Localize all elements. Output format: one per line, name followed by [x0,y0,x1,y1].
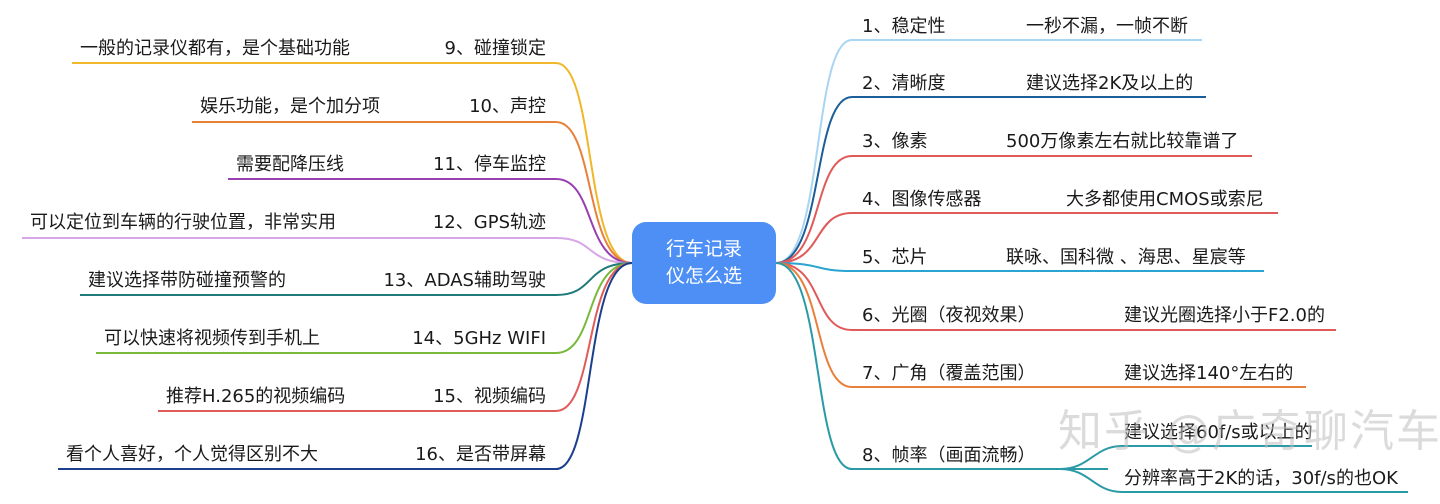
branch-label-11[interactable]: 11、停车监控 [433,154,546,175]
branch-desc-8a: 建议选择60f/s或以上的 [1124,422,1313,443]
branch-label-5[interactable]: 5、芯片 [862,247,928,268]
watermark: 知乎 @广奇聊汽车 [1058,406,1440,457]
branch-label-8[interactable]: 8、帧率（画面流畅） [862,445,1036,466]
central-topic-line1: 行车记录 [665,238,742,260]
branch-line-15 [158,262,633,412]
branch-line-7 [775,262,1306,388]
branch-line-4 [775,212,1278,264]
branch-desc-4: 大多都使用CMOS或索尼 [1066,189,1264,210]
branch-line-8a [1059,445,1312,470]
branch-label-3[interactable]: 3、像素 [862,131,928,152]
branch-desc-7: 建议选择140°左右的 [1124,363,1294,384]
branch-desc-11: 需要配降压线 [236,154,344,175]
branch-label-16[interactable]: 16、是否带屏幕 [415,444,546,465]
branch-label-10[interactable]: 10、声控 [469,96,546,117]
branch-label-14[interactable]: 14、5GHz WIFI [412,328,546,349]
branch-line-8 [775,262,1108,470]
branch-label-12[interactable]: 12、GPS轨迹 [432,212,546,233]
branch-desc-1: 一秒不漏，一帧不断 [1026,16,1188,37]
branch-line-1 [775,39,1202,264]
branch-label-9[interactable]: 9、碰撞锁定 [444,38,546,59]
branch-desc-2: 建议选择2K及以上的 [1026,73,1194,94]
branch-line-8b [1059,468,1408,493]
branch-line-14 [96,262,633,354]
branch-desc-8b: 分辨率高于2K的话，30f/s的也OK [1124,468,1398,489]
branch-line-3 [775,155,1252,264]
branch-line-16 [58,262,633,470]
branch-desc-15: 推荐H.265的视频编码 [166,386,346,407]
branch-desc-3: 500万像素左右就比较靠谱了 [1006,131,1239,152]
branch-label-15[interactable]: 15、视频编码 [433,386,546,407]
branch-desc-6: 建议光圈选择小于F2.0的 [1124,305,1325,326]
branch-line-6 [775,262,1336,331]
branch-label-7[interactable]: 7、广角（覆盖范围） [862,363,1036,384]
branch-line-5 [775,262,1264,272]
branch-desc-5: 联咏、国科微 、海思、星宸等 [1006,247,1246,268]
branch-label-1[interactable]: 1、稳定性 [862,16,946,37]
branch-line-9 [72,62,633,264]
branch-desc-13: 建议选择带防碰撞预警的 [88,270,286,291]
branch-line-11 [228,178,633,264]
branch-desc-16: 看个人喜好，个人觉得区别不大 [66,444,318,465]
branch-label-4[interactable]: 4、图像传感器 [862,189,982,210]
branch-line-2 [775,96,1206,264]
branch-label-13[interactable]: 13、ADAS辅助驾驶 [383,270,546,291]
central-topic[interactable]: 行车记录 仪怎么选 [632,222,776,304]
branch-line-12 [22,237,633,264]
central-topic-line2: 仪怎么选 [665,265,742,287]
branch-label-6[interactable]: 6、光圈（夜视效果） [862,305,1036,326]
branch-desc-10: 娱乐功能，是个加分项 [200,96,380,117]
branch-line-13 [80,262,633,296]
branch-line-10 [192,121,633,264]
branch-desc-12: 可以定位到车辆的行驶位置，非常实用 [30,212,336,233]
branch-label-2[interactable]: 2、清晰度 [862,73,946,94]
branch-desc-9: 一般的记录仪都有，是个基础功能 [80,38,350,59]
branch-desc-14: 可以快速将视频传到手机上 [104,328,320,349]
